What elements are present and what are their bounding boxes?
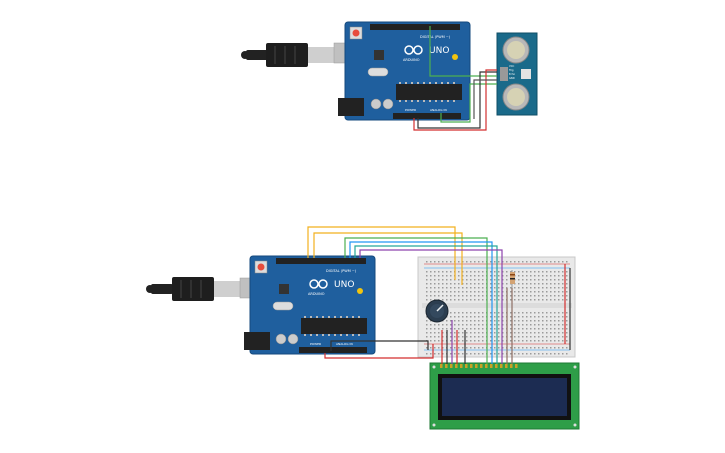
board-model-top: UNO: [429, 46, 449, 56]
resistor[interactable]: [510, 270, 515, 288]
board-model-bottom: UNO: [334, 280, 354, 290]
sensor-pin-gnd: GND: [509, 76, 515, 80]
wire-purple-bottom[interactable]: [359, 249, 503, 364]
arduino-board-top[interactable]: UNO ARDUINO DIGITAL (PWM ~) POWER ANALOG…: [333, 21, 471, 121]
power-label-top: POWER: [405, 108, 416, 112]
power-label-bottom: POWER: [310, 342, 321, 346]
wire-yellow-2[interactable]: [313, 232, 463, 285]
lcd-pin-header: [440, 364, 518, 368]
usb-cable-top[interactable]: [241, 43, 334, 67]
analog-label-top: ANALOG IN: [430, 108, 447, 112]
ultrasonic-sensor[interactable]: VCC Trig Echo GND: [496, 32, 538, 116]
bottom-circuit: UNO ARDUINO DIGITAL (PWM ~) POWER ANALOG…: [146, 226, 580, 430]
lcd-display[interactable]: [429, 362, 580, 430]
wire-green-top[interactable]: [429, 26, 497, 77]
usb-cable-bottom[interactable]: [146, 277, 240, 301]
arduino-logo-icon: [309, 279, 328, 289]
wire-yellow-1[interactable]: [307, 226, 456, 280]
digital-label-top: DIGITAL (PWM ~): [420, 35, 451, 39]
analog-label-bottom: ANALOG IN: [336, 342, 353, 346]
potentiometer[interactable]: [425, 299, 449, 323]
board-brand-bottom: ARDUINO: [308, 292, 325, 296]
board-brand-top: ARDUINO: [403, 58, 420, 62]
wire-echo-top[interactable]: [473, 79, 497, 119]
digital-label-bottom: DIGITAL (PWM ~): [326, 269, 357, 273]
wire-black-gnd[interactable]: [330, 340, 429, 351]
wire-green-bottom[interactable]: [344, 237, 488, 364]
top-wires: [413, 26, 497, 131]
top-circuit: UNO ARDUINO DIGITAL (PWM ~) POWER ANALOG…: [241, 21, 538, 131]
wire-red-top[interactable]: [413, 69, 497, 131]
wire-teal-bottom[interactable]: [354, 245, 498, 364]
sensor-pin-echo: Echo: [509, 72, 516, 76]
bottom-wires: [307, 226, 571, 364]
wire-trig-top[interactable]: [440, 83, 497, 123]
wire-red-power[interactable]: [324, 344, 434, 359]
arduino-logo-icon: [404, 45, 423, 55]
sensor-pin-vcc: VCC: [509, 64, 514, 68]
breadboard-holes: [426, 261, 568, 355]
sensor-pin-trig: Trig: [509, 68, 514, 72]
arduino-board-bottom[interactable]: UNO ARDUINO DIGITAL (PWM ~) POWER ANALOG…: [239, 255, 376, 355]
wire-blue-1[interactable]: [349, 241, 493, 364]
